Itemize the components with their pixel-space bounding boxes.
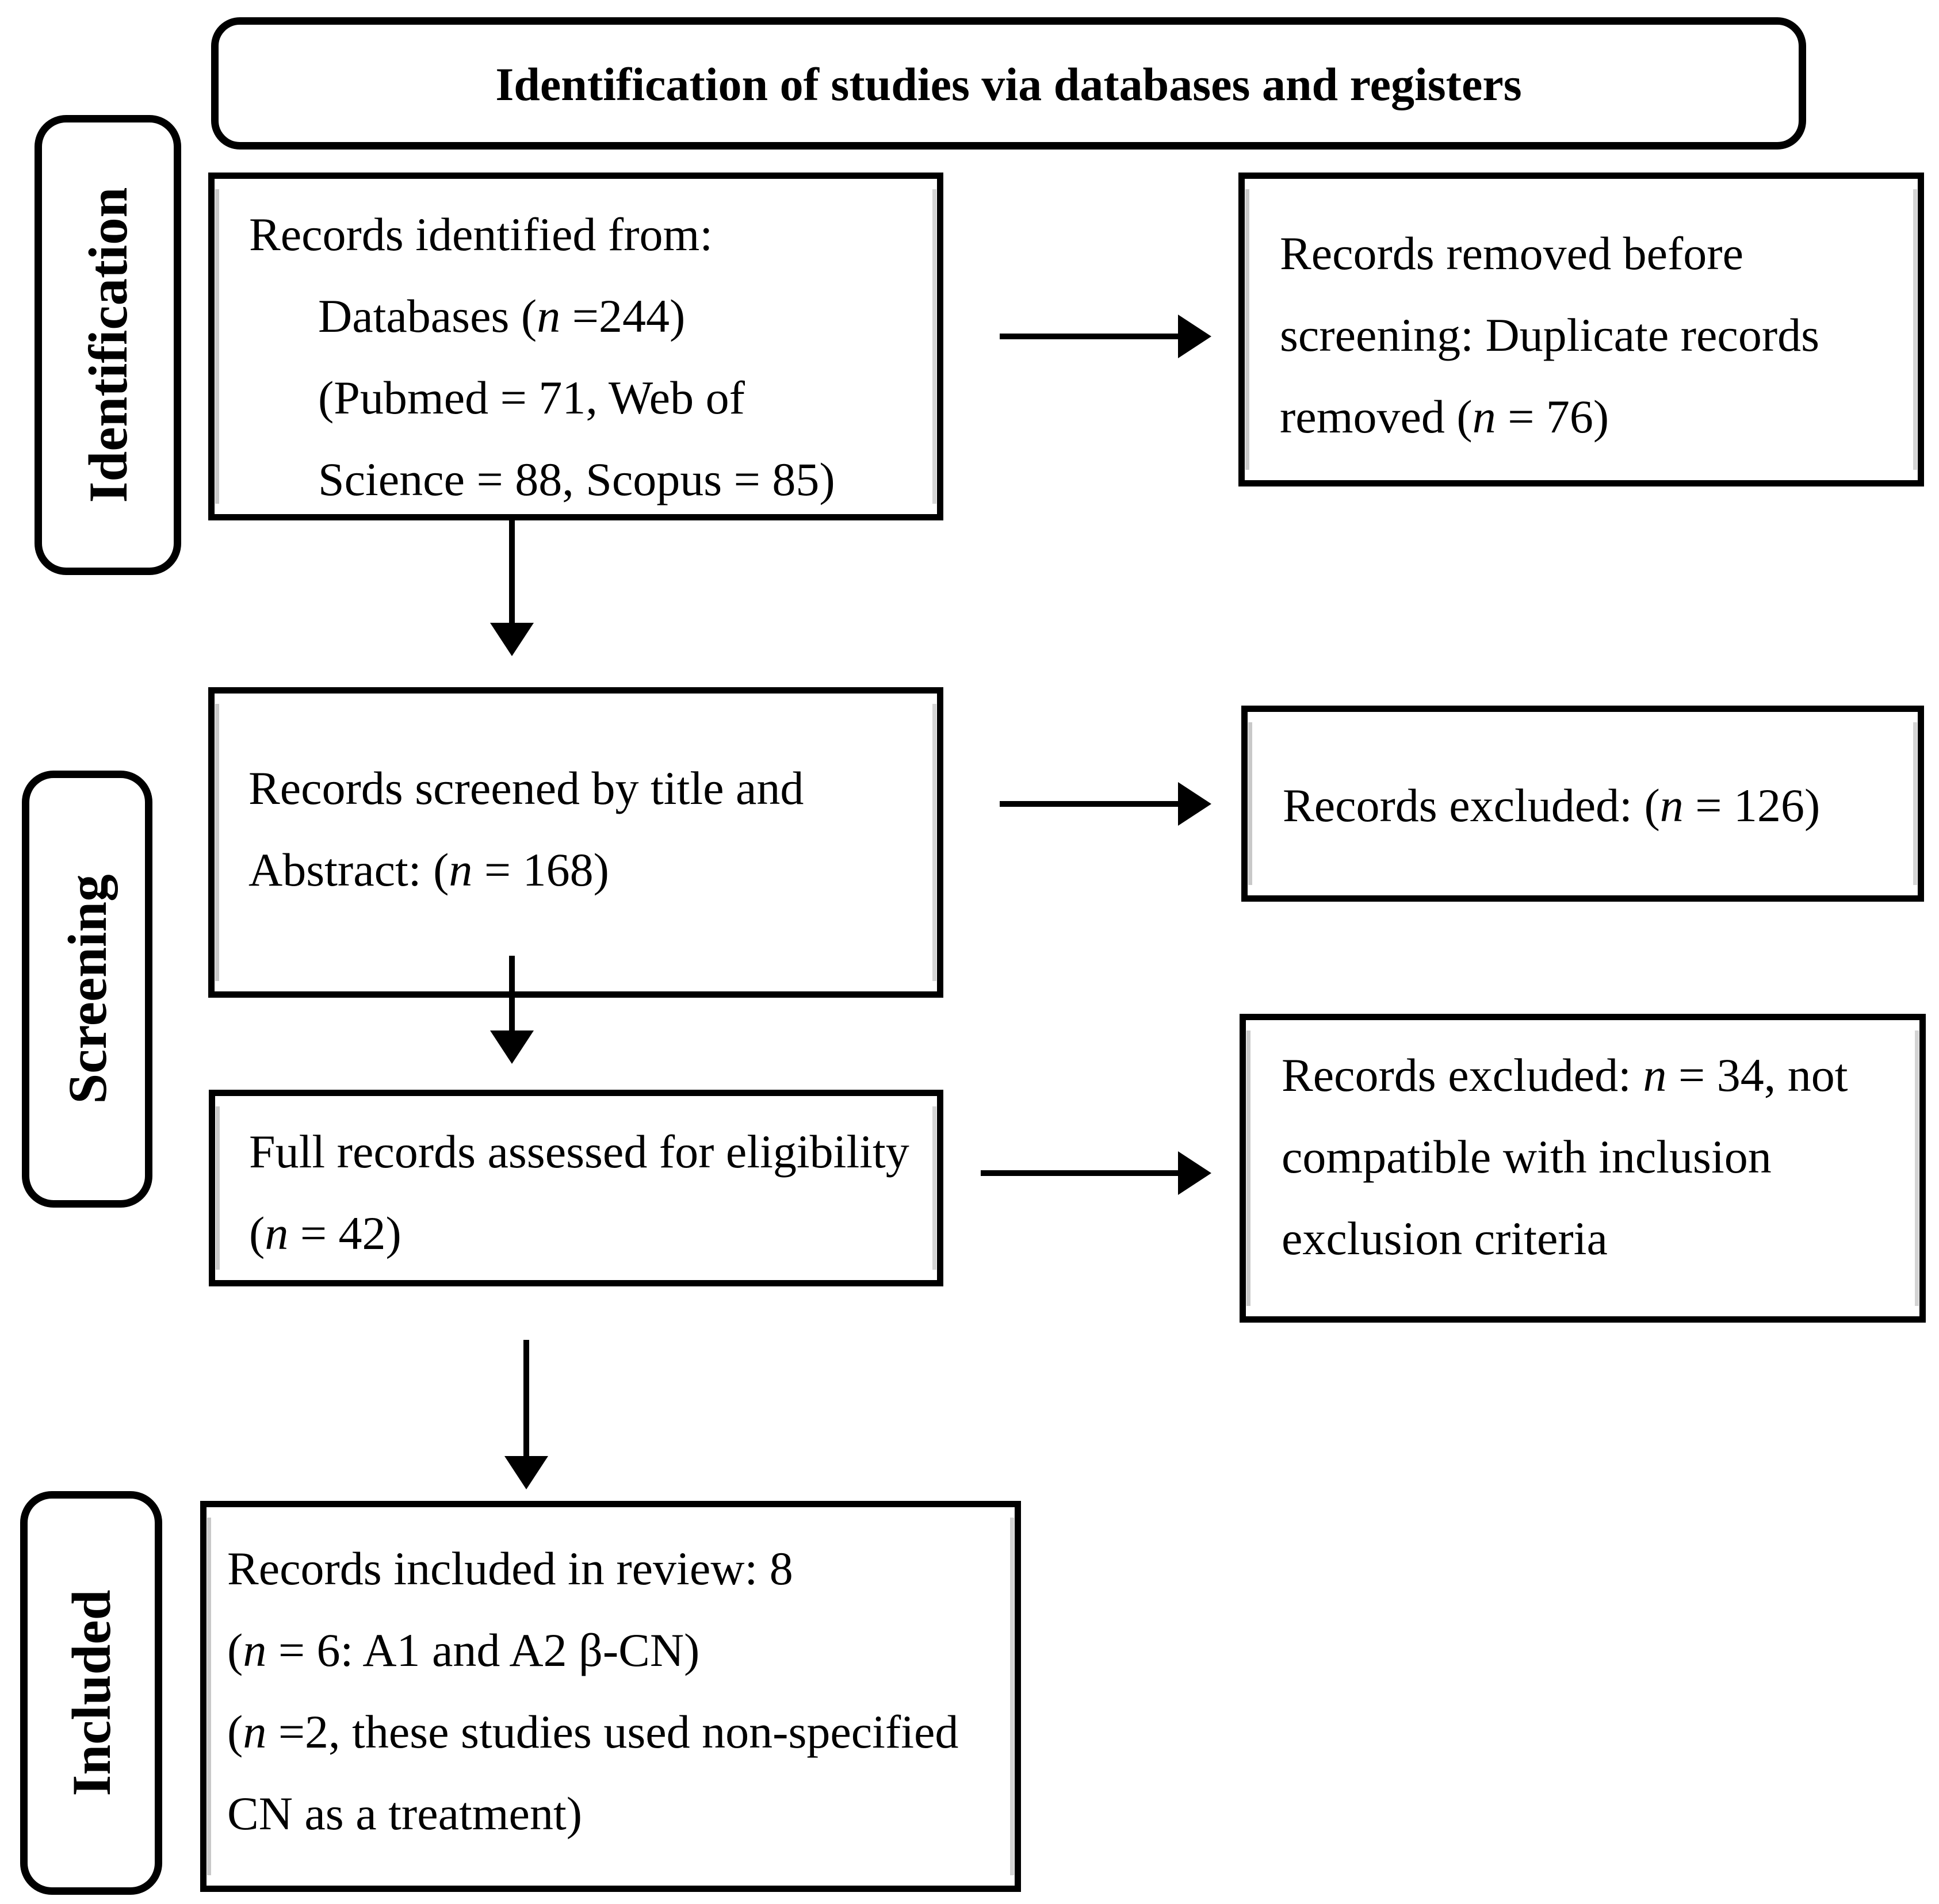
text-line: Records identified from: [249,194,937,275]
text-line: (n = 42) [249,1193,937,1274]
text-segment: = 168) [472,844,609,896]
text-segment: ( [227,1624,243,1676]
text-segment: = 34, not [1666,1049,1848,1101]
text-segment: n [1643,1049,1667,1101]
box-records-excluded-screening: Records excluded: (n = 126) [1241,706,1924,902]
text-line: Records included in review: 8 [227,1528,1015,1610]
arrow-head-down-icon [504,1456,548,1489]
box-records-excluded-eligibility: Records excluded: n = 34, not compatible… [1240,1014,1926,1323]
text-line: removed (n = 76) [1280,376,1918,458]
arrow-shaft [1000,801,1179,807]
arrow-shaft [509,520,515,624]
text-line: Records excluded: n = 34, not [1282,1035,1919,1116]
text-segment: Databases ( [318,290,537,342]
text-line: Full records assessed for eligibility [249,1111,937,1193]
text-segment: n [243,1624,267,1676]
box-records-included: Records included in review: 8 (n = 6: A1… [200,1501,1021,1892]
text-line: Records excluded: (n = 126) [1283,765,1918,846]
stage-label-identification-text: Identification [77,187,139,503]
text-line: CN as a treatment) [227,1773,1015,1855]
text-segment: (Pubmed = 71, Web of [318,371,745,424]
box-records-screened: Records screened by title and Abstract: … [208,687,943,998]
text-segment: n [1472,390,1496,443]
text-segment: Records identified from: [249,208,713,260]
text-segment: screening: Duplicate records [1280,309,1820,361]
text-segment: n [265,1207,289,1259]
arrow-head-right-icon [1178,782,1211,826]
stage-label-identification: Identification [35,115,181,575]
stage-label-included: Included [20,1491,162,1895]
text-segment: removed ( [1280,390,1473,443]
title-banner: Identification of studies via databases … [211,17,1806,150]
stage-label-screening: Screening [22,771,152,1208]
text-line: (Pubmed = 71, Web of [249,357,937,439]
arrow-head-right-icon [1178,1151,1211,1195]
text-segment: ( [227,1706,243,1758]
text-segment: ( [249,1207,265,1259]
text-segment: Records included in review: 8 [227,1542,793,1595]
box-records-identified: Records identified from: Databases (n =2… [208,173,943,520]
text-line: screening: Duplicate records [1280,294,1918,376]
arrow-head-down-icon [490,1030,534,1064]
text-line: (n =2, these studies used non-specified [227,1691,1015,1773]
text-segment: Records excluded: [1282,1049,1643,1101]
text-segment: n [537,290,561,342]
text-line: Records removed before [1280,213,1918,294]
text-line: exclusion criteria [1282,1198,1919,1279]
text-segment: n [243,1706,267,1758]
title-text: Identification of studies via databases … [495,58,1522,110]
text-segment: n [449,844,473,896]
text-line: Abstract: (n = 168) [248,829,937,911]
text-segment: exclusion criteria [1282,1212,1608,1265]
text-segment: Full records assessed for eligibility [249,1125,909,1178]
arrow-head-right-icon [1178,315,1211,358]
text-line: (n = 6: A1 and A2 β-CN) [227,1610,1015,1691]
text-segment: Records removed before [1280,227,1743,279]
text-segment: CN as a treatment) [227,1787,583,1840]
text-line: Records screened by title and [248,748,937,829]
text-segment: Abstract: ( [248,844,449,896]
text-segment: Records excluded: ( [1283,779,1660,832]
text-line: Databases (n =244) [249,275,937,357]
text-segment: = 42) [288,1207,401,1259]
text-segment: compatible with inclusion [1282,1131,1772,1183]
text-segment: = 6: A1 and A2 β-CN) [266,1624,700,1676]
stage-label-included-text: Included [60,1589,122,1796]
arrow-shaft [523,1340,529,1457]
arrow-shaft [981,1170,1179,1176]
text-segment: = 126) [1683,779,1821,832]
stage-label-screening-text: Screening [56,874,118,1104]
box-full-records-assessed: Full records assessed for eligibility (n… [209,1090,943,1286]
arrow-shaft [1000,334,1179,339]
arrow-shaft [509,956,515,1032]
box-records-removed: Records removed before screening: Duplic… [1238,173,1924,486]
text-line: compatible with inclusion [1282,1116,1919,1198]
text-segment: =244) [560,290,686,342]
text-segment: n [1659,779,1684,832]
text-segment: Records screened by title and [248,762,804,814]
text-segment: = 76) [1496,390,1609,443]
text-segment: Science = 88, Scopus = 85) [318,453,835,505]
arrow-head-down-icon [490,623,534,656]
text-segment: =2, these studies used non-specified [266,1706,959,1758]
text-line: Science = 88, Scopus = 85) [249,439,937,520]
